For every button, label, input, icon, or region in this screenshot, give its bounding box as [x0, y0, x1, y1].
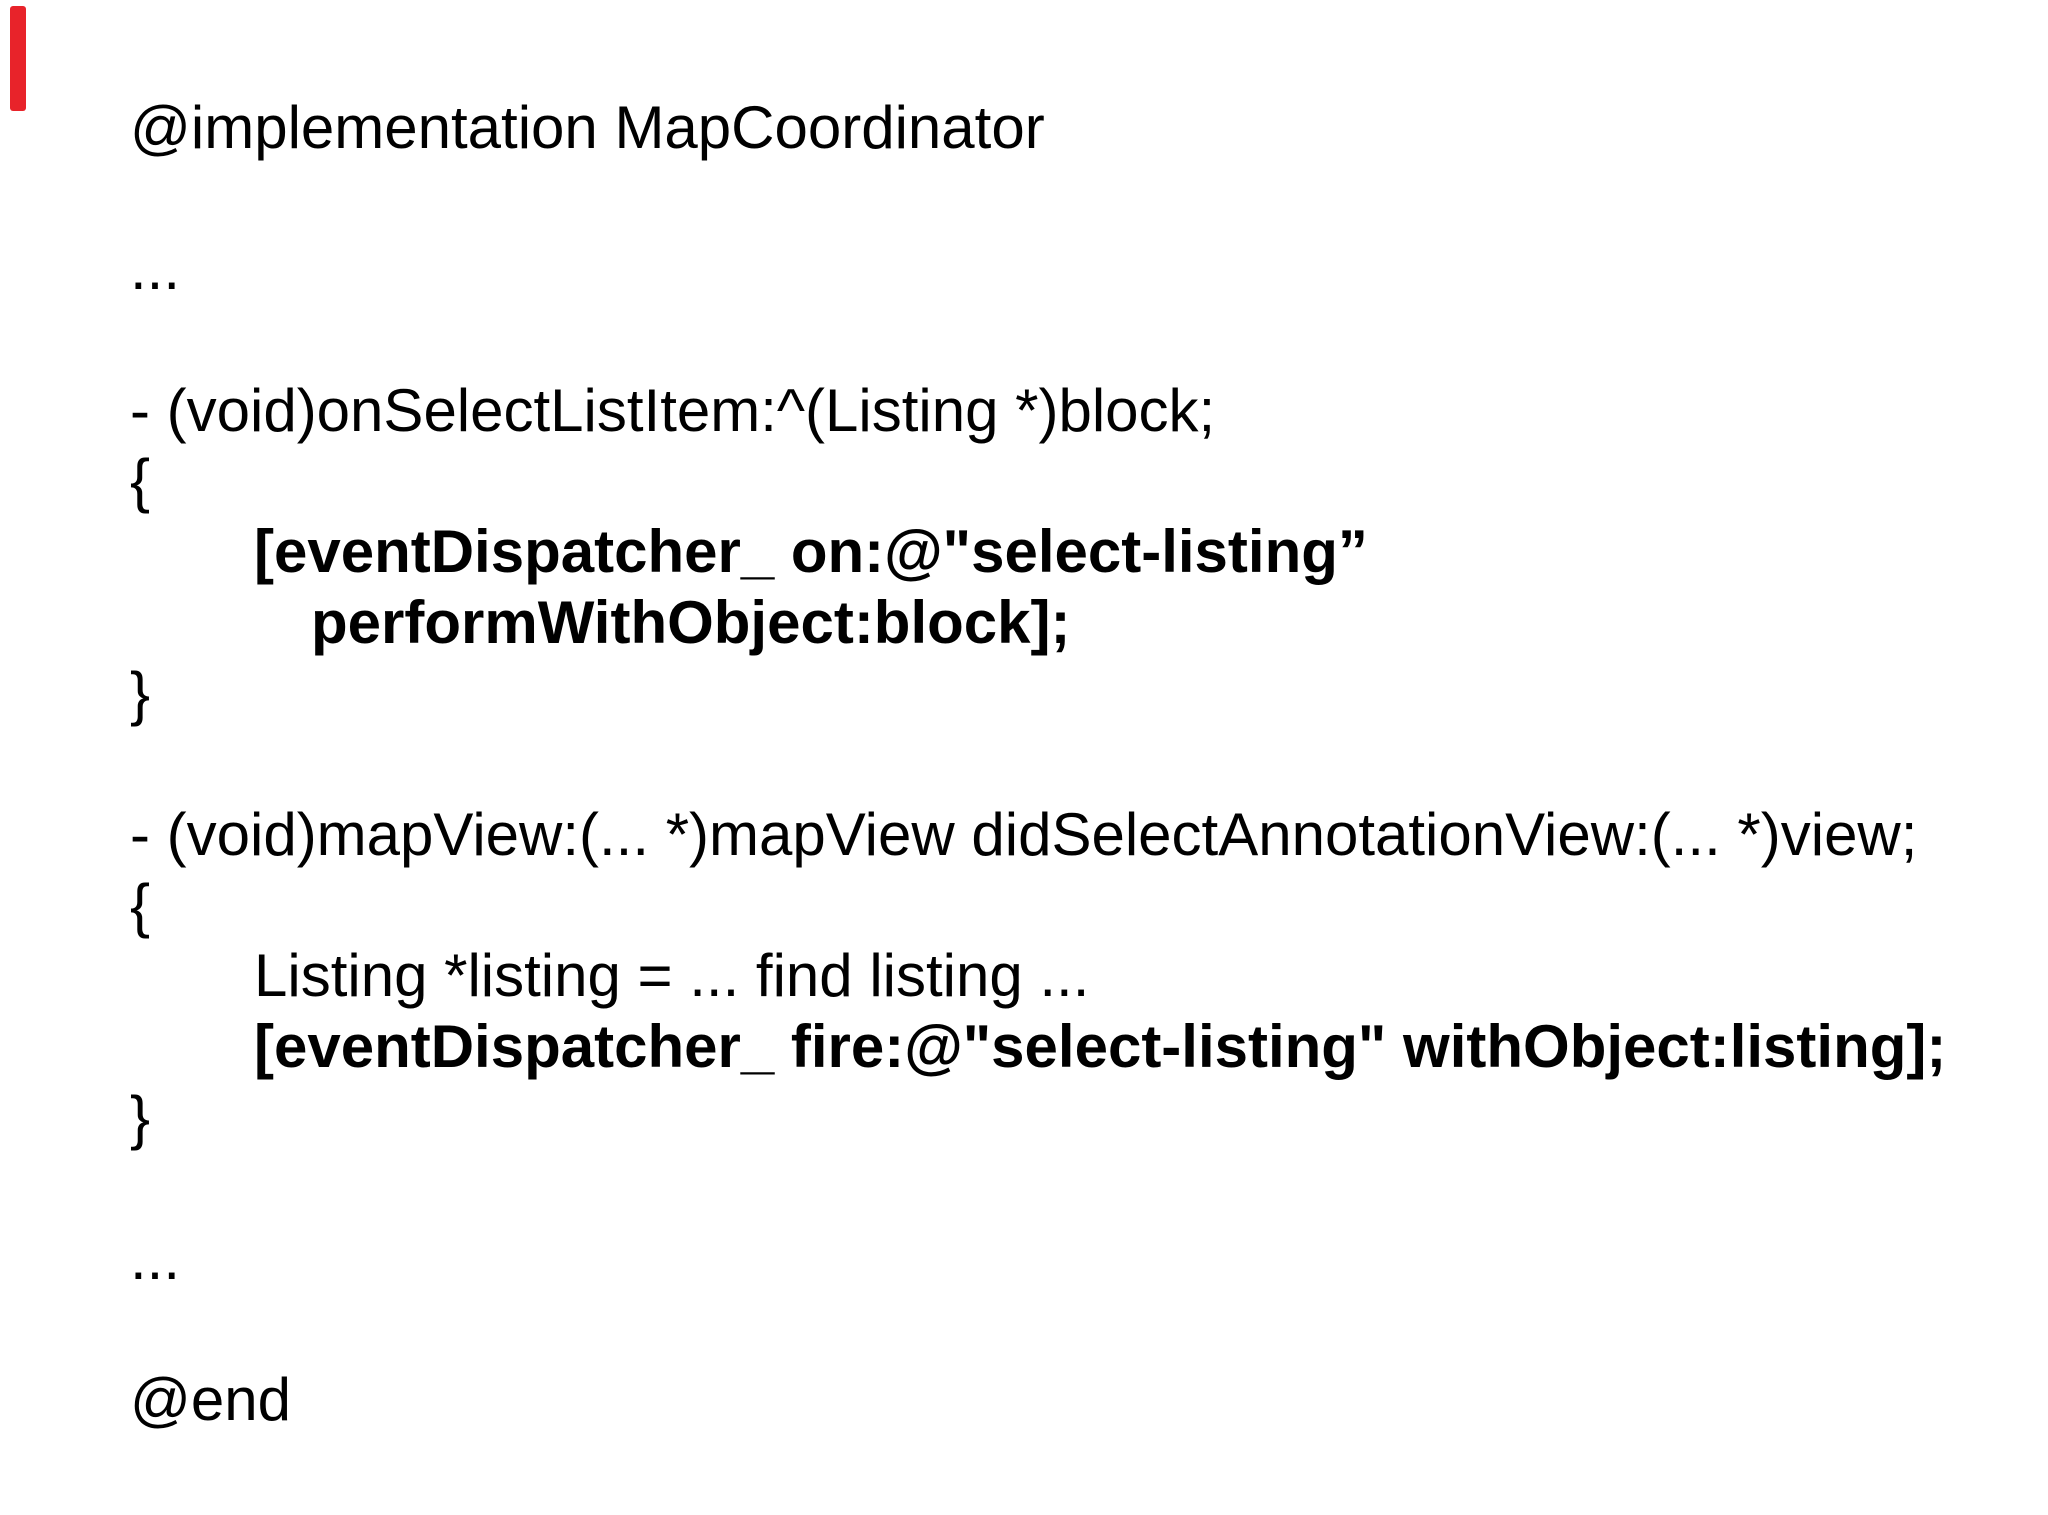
- code-line-blank-5: [130, 1295, 2048, 1366]
- code-line-method-onselect: - (void)onSelectListItem:^(Listing *)blo…: [130, 376, 1216, 444]
- code-line-dispatcher-on: [eventDispatcher_ on:@"select-listing”: [254, 518, 1368, 586]
- code-line-perform-with-object: performWithObject:block];: [311, 588, 1071, 656]
- code-line-open-brace-2: {: [130, 871, 151, 939]
- code-line-blank-4: [130, 1153, 2048, 1224]
- code-line-ellipsis-1: ...: [130, 235, 181, 303]
- code-line-dispatcher-fire: [eventDispatcher_ fire:@"select-listing"…: [254, 1012, 1947, 1080]
- code-line-end: @end: [130, 1366, 292, 1434]
- code-line-blank-1: [130, 164, 2048, 235]
- code-line-blank-3: [130, 729, 2048, 800]
- code-block: @implementation MapCoordinator ... - (vo…: [130, 93, 2048, 1436]
- code-line-open-brace-1: {: [130, 447, 151, 515]
- code-line-implementation: @implementation MapCoordinator: [130, 94, 1045, 161]
- code-line-method-mapview: - (void)mapView:(... *)mapView didSelect…: [130, 800, 1918, 868]
- code-line-ellipsis-2: ...: [130, 1225, 181, 1292]
- code-line-close-brace-2: }: [130, 1083, 151, 1151]
- code-line-close-brace-1: }: [130, 659, 151, 727]
- code-line-find-listing: Listing *listing = ... find listing ...: [254, 942, 1090, 1010]
- red-accent-bar: [10, 6, 26, 111]
- code-line-blank-2: [130, 305, 2048, 376]
